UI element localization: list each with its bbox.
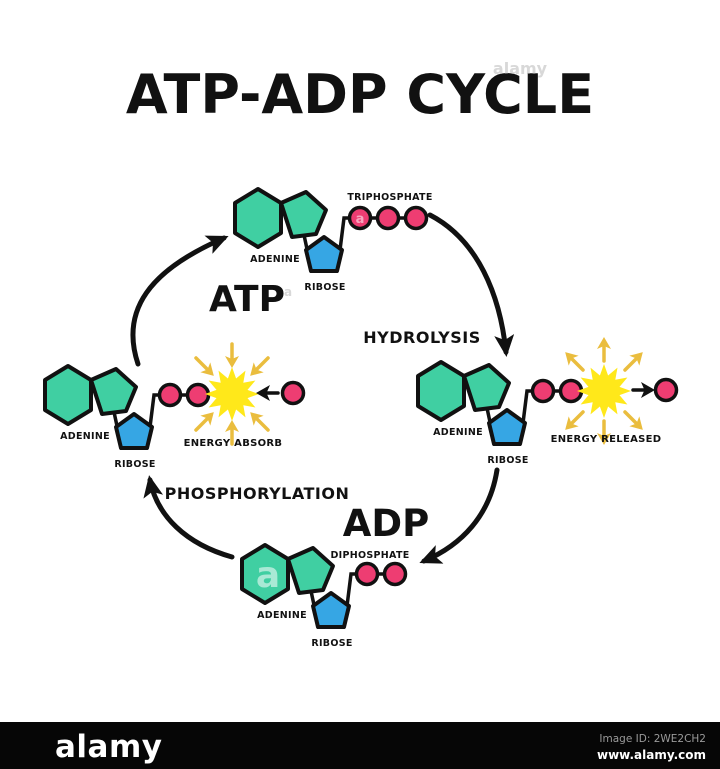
energy-released-sun bbox=[565, 337, 643, 445]
watermark-phosphate: a bbox=[356, 212, 365, 227]
molecule-left: ADENINE RIBOSE bbox=[43, 364, 211, 470]
free-phosphate-circle bbox=[653, 377, 679, 403]
energy-released-label: ENERGY RELEASED bbox=[551, 434, 662, 445]
phosphate-circle bbox=[157, 382, 183, 408]
bond bbox=[521, 389, 534, 425]
image-id-text: Image ID: 2WE2CH2 bbox=[599, 733, 706, 745]
footer-background bbox=[0, 722, 720, 769]
watermark-atp: a bbox=[284, 285, 292, 299]
hydrolysis-label: HYDROLYSIS bbox=[363, 328, 480, 347]
phosphate-circle bbox=[530, 378, 556, 404]
molecule-right: ADENINE RIBOSE bbox=[416, 360, 584, 466]
phosphate-circle bbox=[354, 561, 380, 587]
ribose-pentagon bbox=[114, 412, 154, 450]
arrow-hydrolysis bbox=[427, 212, 515, 357]
phosphate-circle bbox=[185, 382, 211, 408]
adenine-pentagon bbox=[286, 546, 335, 595]
bond bbox=[338, 216, 351, 252]
ribose-pentagon bbox=[311, 591, 351, 629]
ribose-pentagon bbox=[487, 408, 527, 446]
ribose-label: RIBOSE bbox=[487, 455, 528, 466]
diphosphate-label: DIPHOSPHATE bbox=[330, 550, 409, 561]
molecule-atp-top: a ADENINE RIBOSE TRIPHOSPHATE bbox=[233, 187, 432, 293]
triphosphate-label: TRIPHOSPHATE bbox=[347, 192, 432, 203]
adenine-label: ADENINE bbox=[250, 254, 300, 265]
footer-bar: alamy Image ID: 2WE2CH2 www.alamy.com bbox=[0, 722, 720, 769]
ribose-pentagon bbox=[304, 235, 344, 273]
ribose-label: RIBOSE bbox=[114, 459, 155, 470]
ribose-label: RIBOSE bbox=[304, 282, 345, 293]
phosphate-circle bbox=[403, 205, 429, 231]
adenine-hexagon bbox=[416, 360, 466, 422]
molecule-adp-bottom: a ADENINE RIBOSE DIPHOSPHATE bbox=[240, 543, 409, 649]
adenine-label: ADENINE bbox=[60, 431, 110, 442]
arrow-left-to-atp bbox=[130, 235, 229, 367]
page-title: ATP-ADP CYCLE bbox=[126, 63, 594, 126]
adenine-hexagon bbox=[233, 187, 283, 249]
ribose-label: RIBOSE bbox=[311, 638, 352, 649]
website-text: www.alamy.com bbox=[597, 748, 706, 762]
alamy-logo: alamy bbox=[55, 729, 162, 765]
adenine-pentagon bbox=[279, 190, 328, 239]
atp-label: ATP bbox=[209, 279, 285, 320]
phosphate-circle bbox=[347, 205, 373, 231]
bond bbox=[148, 393, 161, 429]
arrow-right-to-adp bbox=[419, 467, 500, 564]
arrow-phosphorylation bbox=[143, 475, 235, 560]
energy-absorb-label: ENERGY ABSORB bbox=[184, 438, 283, 449]
adenine-label: ADENINE bbox=[433, 427, 483, 438]
adenine-label: ADENINE bbox=[257, 610, 307, 621]
watermark-title: alamy bbox=[493, 59, 548, 78]
energy-absorb-sun bbox=[194, 342, 270, 446]
watermark-hexagon: a bbox=[256, 555, 280, 596]
free-phosphate-circle bbox=[280, 380, 306, 406]
adenine-hexagon bbox=[43, 364, 93, 426]
adenine-pentagon bbox=[89, 367, 138, 416]
phosphate-circle bbox=[375, 205, 401, 231]
adenine-pentagon bbox=[462, 363, 511, 412]
adp-label: ADP bbox=[343, 502, 429, 545]
phosphate-circle bbox=[382, 561, 408, 587]
bond bbox=[345, 572, 358, 608]
phosphorylation-label: PHOSPHORYLATION bbox=[165, 484, 350, 503]
